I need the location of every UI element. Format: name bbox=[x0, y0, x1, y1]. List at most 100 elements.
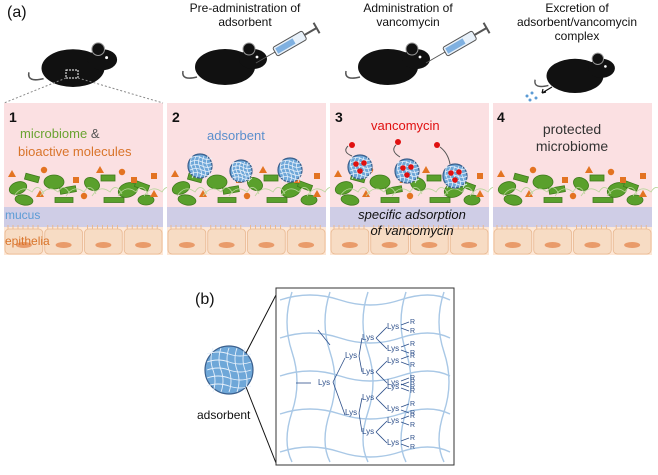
microbe-strand bbox=[228, 187, 260, 197]
lys-node-g2: Lys bbox=[362, 393, 374, 402]
microbe-rod bbox=[622, 180, 640, 192]
dendron-bond bbox=[375, 337, 388, 350]
dendron-bond bbox=[400, 377, 410, 382]
microbe-rod bbox=[592, 197, 614, 203]
epithelial-cell bbox=[612, 228, 652, 255]
microbe-rod bbox=[103, 197, 125, 203]
cell-nucleus bbox=[218, 242, 235, 248]
bead-mesh bbox=[280, 159, 284, 183]
mouse-tail bbox=[345, 70, 361, 79]
microbe-strand bbox=[606, 187, 638, 197]
microbe-strand bbox=[254, 187, 286, 197]
cell-nucleus bbox=[95, 242, 112, 248]
polymer-strand bbox=[279, 370, 451, 382]
stage-title-line: vancomycin bbox=[376, 15, 440, 29]
dendron-bond bbox=[375, 431, 388, 444]
bead-mesh bbox=[413, 160, 417, 184]
terminal-r-group: R bbox=[410, 350, 415, 357]
dendron-bond bbox=[400, 361, 410, 366]
mucus-layer bbox=[493, 207, 652, 227]
bioactive-molecule bbox=[171, 170, 179, 177]
mouse-tail bbox=[182, 70, 198, 79]
bioactive-molecule bbox=[259, 166, 267, 173]
mouse-ear bbox=[91, 42, 106, 57]
bead-mesh bbox=[401, 160, 405, 184]
microbe-strand bbox=[176, 187, 208, 197]
gut-panel-2 bbox=[167, 103, 338, 255]
bead-mesh bbox=[279, 168, 303, 172]
microbe bbox=[369, 174, 391, 190]
step-number-3: 3 bbox=[335, 109, 343, 125]
specific-adsorption-line: of vancomycin bbox=[370, 223, 454, 238]
mucus-layer bbox=[167, 207, 326, 227]
mouse-eye bbox=[105, 56, 109, 60]
bioactive-molecule bbox=[640, 173, 646, 179]
dendron-bond bbox=[358, 337, 363, 357]
dendron-bond bbox=[375, 326, 388, 339]
bioactive-molecule bbox=[150, 190, 158, 197]
stage-title-line: Administration of bbox=[363, 1, 453, 15]
bead-mesh bbox=[397, 160, 401, 184]
mouse-eye bbox=[255, 55, 259, 59]
bead-mesh bbox=[279, 164, 303, 168]
vancomycin-molecule bbox=[434, 142, 440, 148]
bioactive-molecule bbox=[334, 170, 342, 177]
bioactive-molecule bbox=[476, 190, 484, 197]
microbiome-text: microbiome bbox=[20, 126, 88, 141]
adsorbent-bead bbox=[442, 163, 468, 189]
adsorbent-caption: adsorbent bbox=[197, 408, 251, 422]
microbe-rod bbox=[296, 180, 314, 192]
lys-node-g3: Lys bbox=[387, 438, 399, 447]
syringe-fluid bbox=[275, 38, 296, 54]
epithelial-cell bbox=[207, 228, 246, 255]
microbe-rod bbox=[54, 197, 74, 203]
mouse-silhouette bbox=[182, 42, 267, 85]
zoom-line bbox=[245, 386, 277, 464]
lys-node-g2: Lys bbox=[362, 427, 374, 436]
cell-nucleus bbox=[258, 242, 275, 248]
lys-node-g3: Lys bbox=[387, 378, 399, 387]
mouse-tail bbox=[534, 79, 549, 88]
terminal-r-group: R bbox=[410, 422, 415, 429]
cell-nucleus bbox=[421, 242, 438, 248]
syringe-icon bbox=[425, 22, 491, 64]
gut-panel-1 bbox=[4, 103, 175, 255]
microbe-rod bbox=[263, 174, 279, 182]
vancomycin-bound bbox=[452, 177, 458, 183]
bead-mesh bbox=[242, 347, 248, 393]
syringe-plunger bbox=[303, 27, 318, 36]
bead-mesh bbox=[284, 159, 288, 183]
cell-nucleus bbox=[461, 242, 478, 248]
mucus-layer bbox=[330, 207, 489, 227]
bead-mesh bbox=[206, 359, 252, 365]
bioactive-molecule bbox=[422, 166, 430, 173]
terminal-r-group: R bbox=[410, 328, 415, 335]
microbe-rod bbox=[133, 180, 151, 192]
microbe-strand bbox=[391, 187, 423, 197]
adsorbent-label: adsorbent bbox=[207, 128, 265, 143]
vancomycin-bound bbox=[353, 161, 359, 167]
bead-mesh bbox=[349, 157, 373, 161]
stage-title-line: Pre-administration of bbox=[189, 1, 301, 15]
bioactive-molecule bbox=[620, 177, 626, 183]
bead-mesh bbox=[444, 174, 468, 178]
syringe-icon bbox=[255, 22, 321, 64]
epithelial-cell bbox=[286, 228, 326, 255]
gut-panel-4 bbox=[493, 103, 658, 255]
bead-mesh bbox=[296, 159, 300, 183]
bioactive-molecule bbox=[569, 192, 577, 200]
dendron-bond bbox=[358, 355, 363, 373]
dendron-bond bbox=[400, 443, 410, 448]
mouse-silhouette bbox=[345, 42, 430, 85]
bioactive-molecule bbox=[131, 177, 137, 183]
epithelial-cell bbox=[330, 228, 370, 255]
bioactive-molecule bbox=[585, 166, 593, 173]
syringe-needle bbox=[255, 51, 276, 64]
microbe-rod bbox=[429, 197, 451, 203]
bioactive-molecule bbox=[73, 177, 79, 183]
panel-label-b: (b) bbox=[195, 291, 215, 308]
bead-mesh bbox=[198, 155, 202, 179]
microbe-strand bbox=[528, 187, 560, 197]
vancomycin-molecule bbox=[395, 139, 401, 145]
dendron-bond bbox=[400, 327, 410, 332]
